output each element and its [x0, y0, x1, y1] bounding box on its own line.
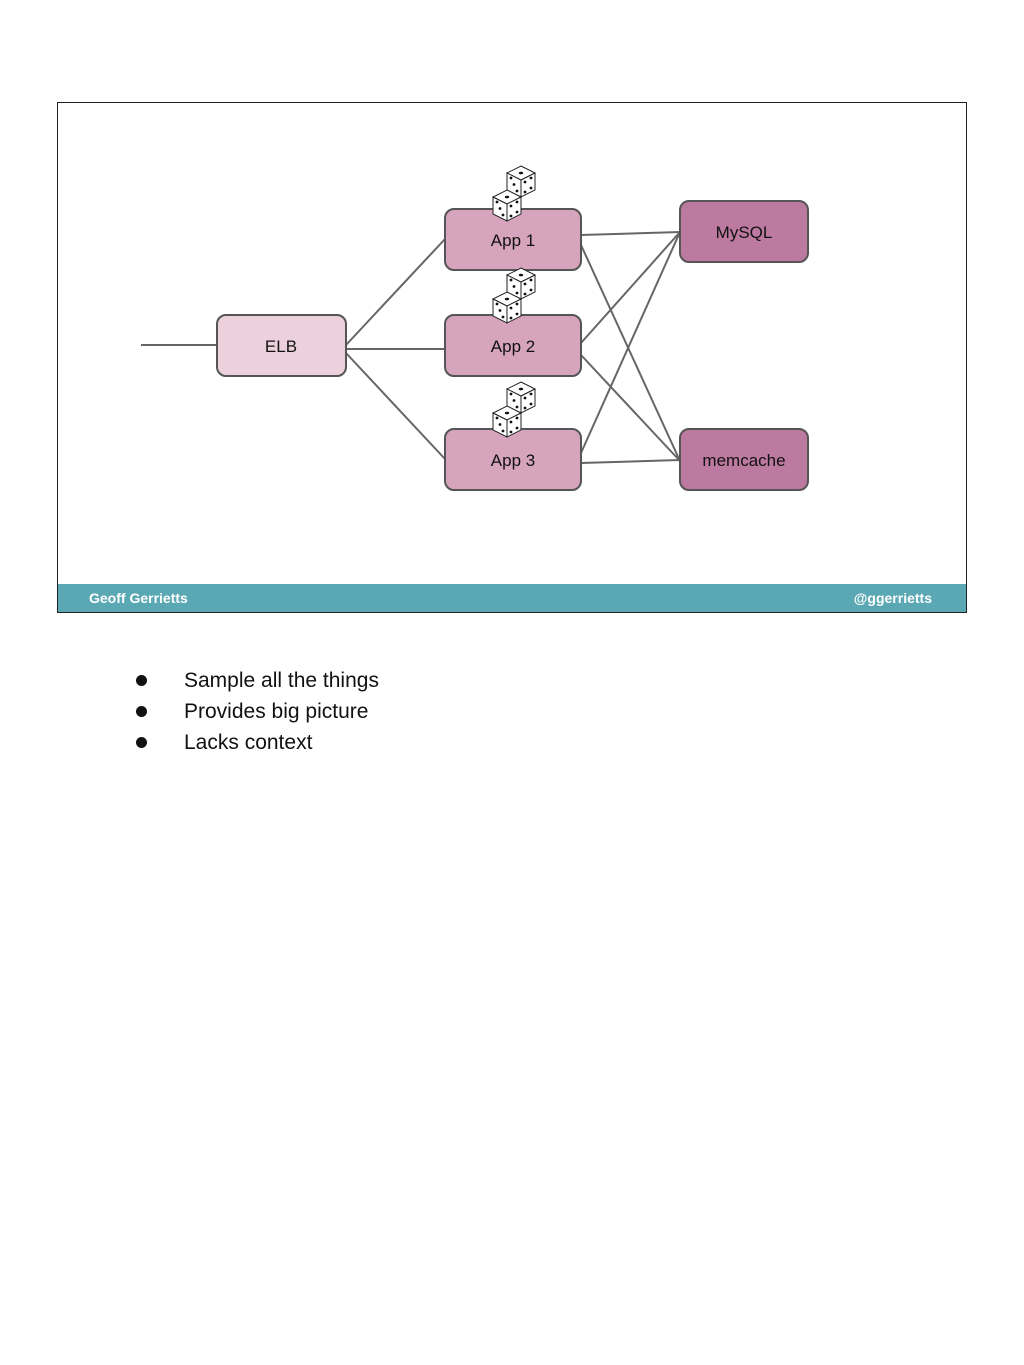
list-item: Lacks context [130, 727, 379, 758]
node-app2: App 2 [444, 314, 582, 377]
edge-elb-app1 [345, 238, 446, 346]
architecture-diagram: ELB App 1 App 2 App 3 MySQL memcache [141, 165, 809, 491]
list-item: Sample all the things [130, 665, 379, 696]
edge-app3-mysql [580, 231, 681, 454]
bullet-icon [136, 675, 147, 686]
slide-footer: Geoff Gerrietts @ggerrietts [58, 584, 966, 612]
connector-lines [141, 231, 681, 464]
slide: ELB App 1 App 2 App 3 MySQL memcache [57, 102, 967, 613]
edge-app1-mysql [580, 231, 681, 236]
edge-app2-memcache [580, 354, 681, 462]
node-elb-label: ELB [265, 337, 297, 356]
bullet-icon [136, 706, 147, 717]
edge-app3-memcache [580, 459, 681, 464]
node-app3: App 3 [444, 428, 582, 491]
footer-handle: @ggerrietts [853, 590, 932, 606]
node-app3-label: App 3 [491, 451, 535, 470]
bullet-text: Lacks context [184, 731, 313, 754]
node-app1-label: App 1 [491, 231, 535, 250]
bullet-text: Sample all the things [184, 669, 379, 692]
node-memcache: memcache [679, 428, 809, 491]
node-mysql: MySQL [679, 200, 809, 263]
edge-app1-memcache [580, 244, 681, 462]
list-item: Provides big picture [130, 696, 379, 727]
bullet-icon [136, 737, 147, 748]
bullet-list: Sample all the things Provides big pictu… [130, 665, 379, 758]
edge-elb-app3 [345, 352, 446, 460]
node-app1: App 1 [444, 208, 582, 271]
node-memcache-label: memcache [702, 451, 785, 470]
edge-app2-mysql [580, 231, 681, 344]
node-app2-label: App 2 [491, 337, 535, 356]
node-mysql-label: MySQL [716, 223, 773, 242]
footer-author: Geoff Gerrietts [89, 590, 188, 606]
bullet-text: Provides big picture [184, 700, 369, 723]
node-elb: ELB [216, 314, 347, 377]
